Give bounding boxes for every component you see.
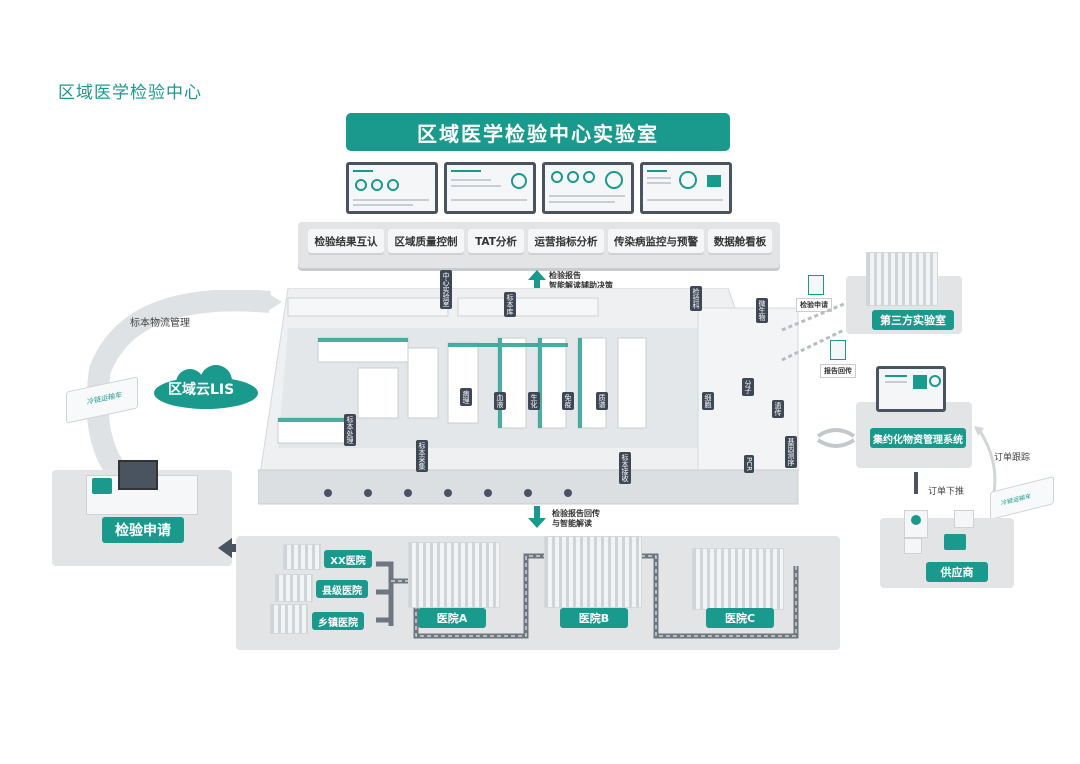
func-quality-control[interactable]: 区域质量控制 (388, 229, 464, 253)
func-epidemic[interactable]: 传染病监控与预警 (608, 229, 704, 253)
dashboard-monitor-4 (640, 162, 732, 214)
lab-tag-genetic: 遗传 (772, 400, 784, 418)
small-hospital-1 (283, 544, 321, 570)
hospital-level-xx[interactable]: XX医院 (324, 550, 372, 568)
hospital-b-building (544, 536, 642, 608)
lab-tag-pathology: 病理 (460, 388, 472, 406)
computer-icon (118, 460, 158, 490)
lab-tag-cell: 细胞 (702, 392, 714, 410)
hospital-c-label[interactable]: 医院C (706, 608, 774, 628)
lab-tag-pcr: PCR (744, 455, 754, 473)
lab-tag-micro: 微生物 (756, 298, 768, 323)
lab-tag-specimen-bank: 标本库 (504, 292, 516, 317)
logistics-label: 标本物流管理 (130, 314, 190, 329)
lab-tag-receive: 标本接收 (619, 452, 631, 484)
cloud-lis-label: 区域云LIS (168, 379, 234, 399)
order-track-label: 订单跟踪 (994, 450, 1030, 463)
hospital-a-building (408, 542, 500, 608)
lab-tag-gene: 基因测序 (785, 436, 797, 468)
order-push-label: 订单下推 (928, 484, 964, 497)
func-data-board[interactable]: 数据舱看板 (708, 229, 772, 253)
lab-tag-molecular: 分子 (742, 378, 754, 396)
hospital-level-town[interactable]: 乡镇医院 (312, 612, 364, 630)
func-operation[interactable]: 运营指标分析 (528, 229, 604, 253)
list-icon (904, 538, 922, 554)
grid-icon (954, 510, 974, 528)
func-tat[interactable]: TAT分析 (468, 229, 524, 253)
cold-truck-label: 冷链运输车 (87, 390, 122, 407)
document-icon (808, 275, 824, 295)
hospital-c-building (692, 548, 784, 610)
supply-sys-label[interactable]: 集约化物资管理系统 (870, 428, 966, 448)
hospital-a-label[interactable]: 医院A (418, 608, 486, 628)
dashed-links (778, 300, 848, 370)
down-arrow-icon (528, 506, 546, 528)
apply-button[interactable]: 检验申请 (102, 517, 184, 543)
lab-tag-blood: 血液 (494, 392, 506, 410)
supply-monitor (876, 366, 946, 412)
lab-tag-processing: 标本处理 (344, 414, 356, 446)
lab-tag-mass: 质谱 (596, 392, 608, 410)
down-arrow-note: 检验报告回传与智能解读 (552, 509, 600, 529)
third-lab-label[interactable]: 第三方实验室 (872, 310, 954, 330)
lab-tag-collect: 标本采集 (416, 440, 428, 472)
cart-icon (944, 534, 966, 550)
func-result-mutual[interactable]: 检验结果互认 (308, 229, 384, 253)
check-icon (92, 478, 112, 494)
sync-icon (814, 424, 858, 450)
hospital-level-county[interactable]: 县级医院 (316, 580, 368, 598)
cold-truck-2-label: 冷链运输车 (1001, 491, 1031, 507)
third-lab-building (866, 252, 938, 306)
lab-tag-dept: 检验科 (690, 286, 702, 311)
lab-banner: 区域医学检验中心实验室 (346, 113, 730, 151)
page-title: 区域医学检验中心 (58, 78, 202, 103)
dashboard-monitor-1 (346, 162, 438, 214)
user-doc-icon (904, 510, 928, 538)
dashboard-monitor-3 (542, 162, 634, 214)
supplier-label[interactable]: 供应商 (926, 562, 988, 582)
hospital-b-label[interactable]: 医院B (560, 608, 628, 628)
small-hospital-3 (270, 604, 308, 634)
lab-tag-biochem: 生化 (528, 392, 540, 410)
small-hospital-2 (275, 574, 313, 602)
down-arrow-supply (914, 472, 918, 494)
lab-tag-central: 中心实验室 (440, 270, 452, 309)
lab-tag-immune: 免疫 (562, 392, 574, 410)
dashboard-monitor-2 (444, 162, 536, 214)
